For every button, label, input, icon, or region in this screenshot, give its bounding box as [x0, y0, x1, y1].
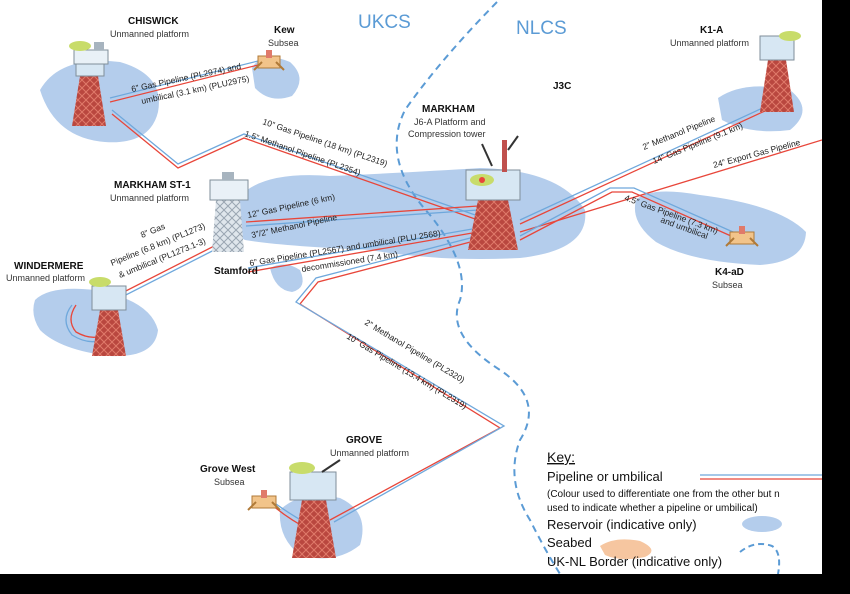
label-k1a: K1-A	[700, 25, 723, 36]
field-map-canvas: UKCS NLCS	[0, 0, 822, 574]
pipeline-windermere-gas	[111, 239, 227, 299]
label-markham-st1: MARKHAM ST-1	[114, 180, 191, 191]
label-kew-type: Subsea	[268, 38, 299, 48]
pipeline-st1-meoh	[245, 209, 479, 227]
label-k4ad: K4-aD	[715, 267, 744, 278]
platform-windermere	[89, 277, 127, 356]
label-windermere-type: Unmanned platform	[6, 273, 85, 283]
platform-markham	[465, 135, 521, 250]
pipelines	[65, 59, 822, 531]
legend-title: Key:	[547, 449, 575, 465]
reservoir-windermere	[33, 288, 159, 357]
subsea-k4ad	[725, 226, 759, 247]
reservoir-k4ad	[634, 191, 806, 265]
label-markham-line2: Compression tower	[408, 129, 486, 139]
pipeline-k4-umbilical	[519, 187, 743, 237]
label-markham-st1-type: Unmanned platform	[110, 193, 189, 203]
legend-seabed: Seabed	[547, 535, 592, 550]
pipeline-windermere-loop	[65, 304, 103, 343]
pipeline-stamford-gas	[247, 231, 479, 273]
label-grove-west-type: Subsea	[214, 477, 245, 487]
label-markham: MARKHAM	[422, 104, 475, 115]
label-kew: Kew	[274, 25, 295, 36]
label-grove-type: Unmanned platform	[330, 448, 409, 458]
label-k4ad-type: Subsea	[712, 280, 743, 290]
uk-nl-border	[395, 1, 561, 574]
label-k1a-type: Unmanned platform	[670, 38, 749, 48]
reservoir-stamford	[270, 264, 303, 292]
pipeline-export	[519, 139, 822, 233]
pipeline-kew-umbilical	[109, 59, 263, 99]
pipeline-kew-gas	[109, 63, 263, 103]
legend-border: UK-NL Border (indicative only)	[547, 554, 722, 569]
pipeline-chiswick-meoh	[111, 109, 479, 217]
label-chiswick: CHISWICK	[128, 16, 179, 27]
label-j3c: J3C	[553, 81, 571, 92]
platform-k1a	[759, 31, 801, 112]
pipeline-st1-gas	[245, 205, 479, 223]
subsea-grove-west	[247, 490, 281, 511]
label-stamford: Stamford	[214, 266, 258, 277]
legend-reservoir-swatch	[742, 516, 782, 532]
subsea-kew	[253, 50, 285, 71]
platform-chiswick	[69, 41, 109, 126]
pipeline-grove-meoh	[295, 235, 506, 523]
pipeline-chiswick-gas	[111, 113, 479, 221]
label-chiswick-type: Unmanned platform	[110, 29, 189, 39]
platform-markham-st1	[209, 172, 249, 252]
field-map: UKCS NLCS	[6, 1, 822, 574]
label-grove-west: Grove West	[200, 464, 256, 475]
pipeline-k4-gas	[519, 191, 741, 241]
pipeline-stamford-umbilical	[247, 227, 479, 269]
label-export: 24” Export Gas Pipeline	[712, 137, 802, 170]
label-windermere: WINDERMERE	[14, 261, 84, 272]
platform-grove	[289, 459, 341, 558]
label-grove: GROVE	[346, 435, 382, 446]
pipeline-windermere-umbilical	[111, 243, 227, 303]
legend-seabed-swatch	[600, 539, 652, 560]
legend-pipeline: Pipeline or umbilical	[547, 469, 663, 484]
pipeline-k1a-gas	[519, 103, 781, 225]
legend: Key: Pipeline or umbilical (Colour used …	[547, 449, 822, 574]
zone-label-ukcs: UKCS	[358, 12, 411, 33]
pipeline-windermere-loop-gas	[70, 304, 103, 338]
zone-label-nlcs: NLCS	[516, 18, 567, 39]
label-markham-line1: J6-A Platform and	[414, 117, 486, 127]
legend-border-swatch	[739, 543, 781, 574]
legend-reservoir: Reservoir (indicative only)	[547, 517, 697, 532]
legend-note-2: used to indicate whether a pipeline or u…	[547, 503, 758, 514]
reservoir-markham	[230, 168, 586, 259]
legend-note-1: (Colour used to differentiate one from t…	[547, 489, 780, 500]
pipeline-k1a-meoh	[519, 99, 781, 221]
